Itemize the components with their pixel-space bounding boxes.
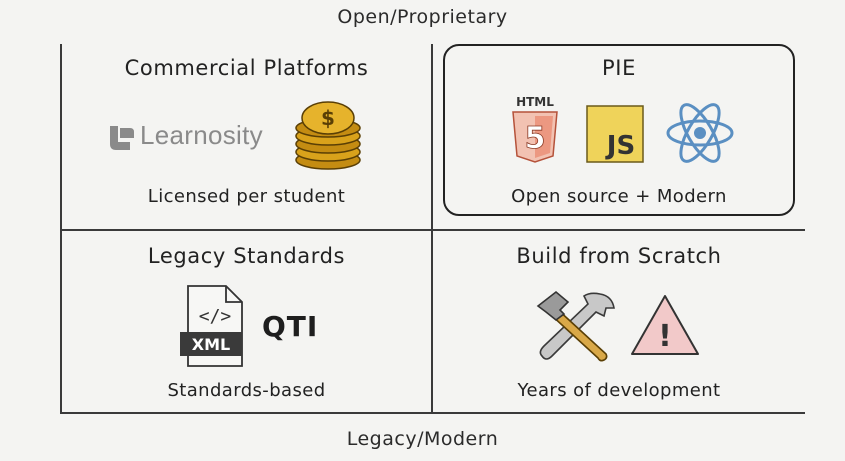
html-label: HTML bbox=[516, 95, 554, 109]
html-shield-number: 5 bbox=[525, 121, 546, 156]
qti-label: QTI bbox=[262, 310, 319, 343]
top-axis-label: Open/Proprietary bbox=[337, 6, 508, 28]
xml-file-icon: </> XML bbox=[180, 285, 243, 367]
xml-label: XML bbox=[192, 335, 230, 354]
svg-text:$: $ bbox=[321, 106, 335, 130]
horizontal-divider bbox=[60, 229, 805, 231]
commercial-title: Commercial Platforms bbox=[124, 56, 369, 80]
legacy-caption: Standards-based bbox=[167, 380, 326, 401]
react-icon bbox=[666, 103, 734, 163]
pie-caption: Open source + Modern bbox=[511, 186, 727, 207]
warning-mark: ! bbox=[658, 319, 672, 354]
bottom-border-line bbox=[60, 412, 805, 414]
bottom-axis-label: Legacy/Modern bbox=[346, 428, 499, 450]
learnosity-logo-text: Learnosity bbox=[140, 120, 263, 150]
scratch-title: Build from Scratch bbox=[516, 244, 722, 268]
js-label: JS bbox=[605, 131, 635, 161]
gold-coins-icon: $ bbox=[295, 101, 361, 170]
commercial-caption: Licensed per student bbox=[147, 186, 346, 207]
hammer-wrench-icon bbox=[536, 290, 615, 362]
javascript-icon: JS bbox=[586, 105, 644, 163]
learnosity-logo-icon bbox=[110, 126, 134, 150]
xml-code-glyph: </> bbox=[199, 306, 232, 327]
legacy-title: Legacy Standards bbox=[147, 244, 346, 268]
html5-icon: HTML 5 bbox=[512, 95, 558, 163]
pie-title: PIE bbox=[602, 56, 636, 80]
pie-highlight-box bbox=[443, 44, 795, 216]
scratch-caption: Years of development bbox=[517, 380, 721, 401]
warning-icon: ! bbox=[631, 295, 699, 355]
